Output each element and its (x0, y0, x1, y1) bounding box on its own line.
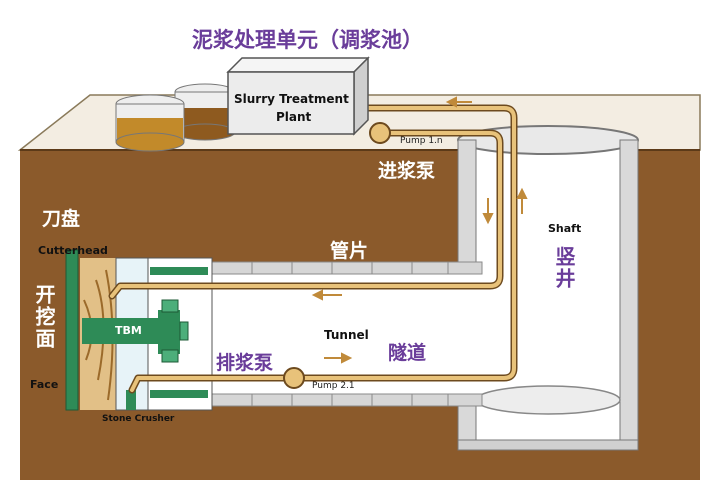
tbm-label: TBM (115, 324, 142, 337)
flow-arrows (311, 96, 528, 364)
pump2-body (283, 367, 305, 389)
slurry-pipes (108, 104, 518, 394)
tunnel-cn-label: 隧道 (388, 342, 427, 364)
lining-bottom (211, 393, 483, 407)
stone-crusher-label: Stone Crusher (102, 414, 175, 424)
shaft-en-label: Shaft (548, 222, 582, 235)
cutterhead-en-label: Cutterhead (38, 244, 108, 257)
plant-label-line1: Slurry Treatment (234, 92, 349, 106)
discharge-pump-label: 排浆泵 (216, 352, 274, 374)
diagram-title: 泥浆处理单元（调浆池） (192, 28, 423, 52)
plant-label-line2: Plant (276, 110, 312, 124)
pump1-label: Pump 1.n (400, 136, 443, 146)
face-cn-label: 开挖面 (32, 284, 56, 350)
shaft-cn-label: 竖井 (552, 246, 576, 290)
mixing-tanks (115, 83, 236, 152)
tunnel-en-label: Tunnel (324, 328, 369, 342)
cutterhead-cn-label: 刀盘 (42, 208, 81, 230)
face-en-label: Face (30, 378, 59, 391)
pump1-body (369, 122, 391, 144)
plant-box (226, 56, 370, 136)
cutterhead-disc (65, 249, 79, 411)
segments-label: 管片 (330, 240, 369, 262)
feed-pump-label: 进浆泵 (378, 160, 436, 182)
pump2-label: Pump 2.1 (312, 381, 355, 391)
lining-top (211, 261, 483, 275)
